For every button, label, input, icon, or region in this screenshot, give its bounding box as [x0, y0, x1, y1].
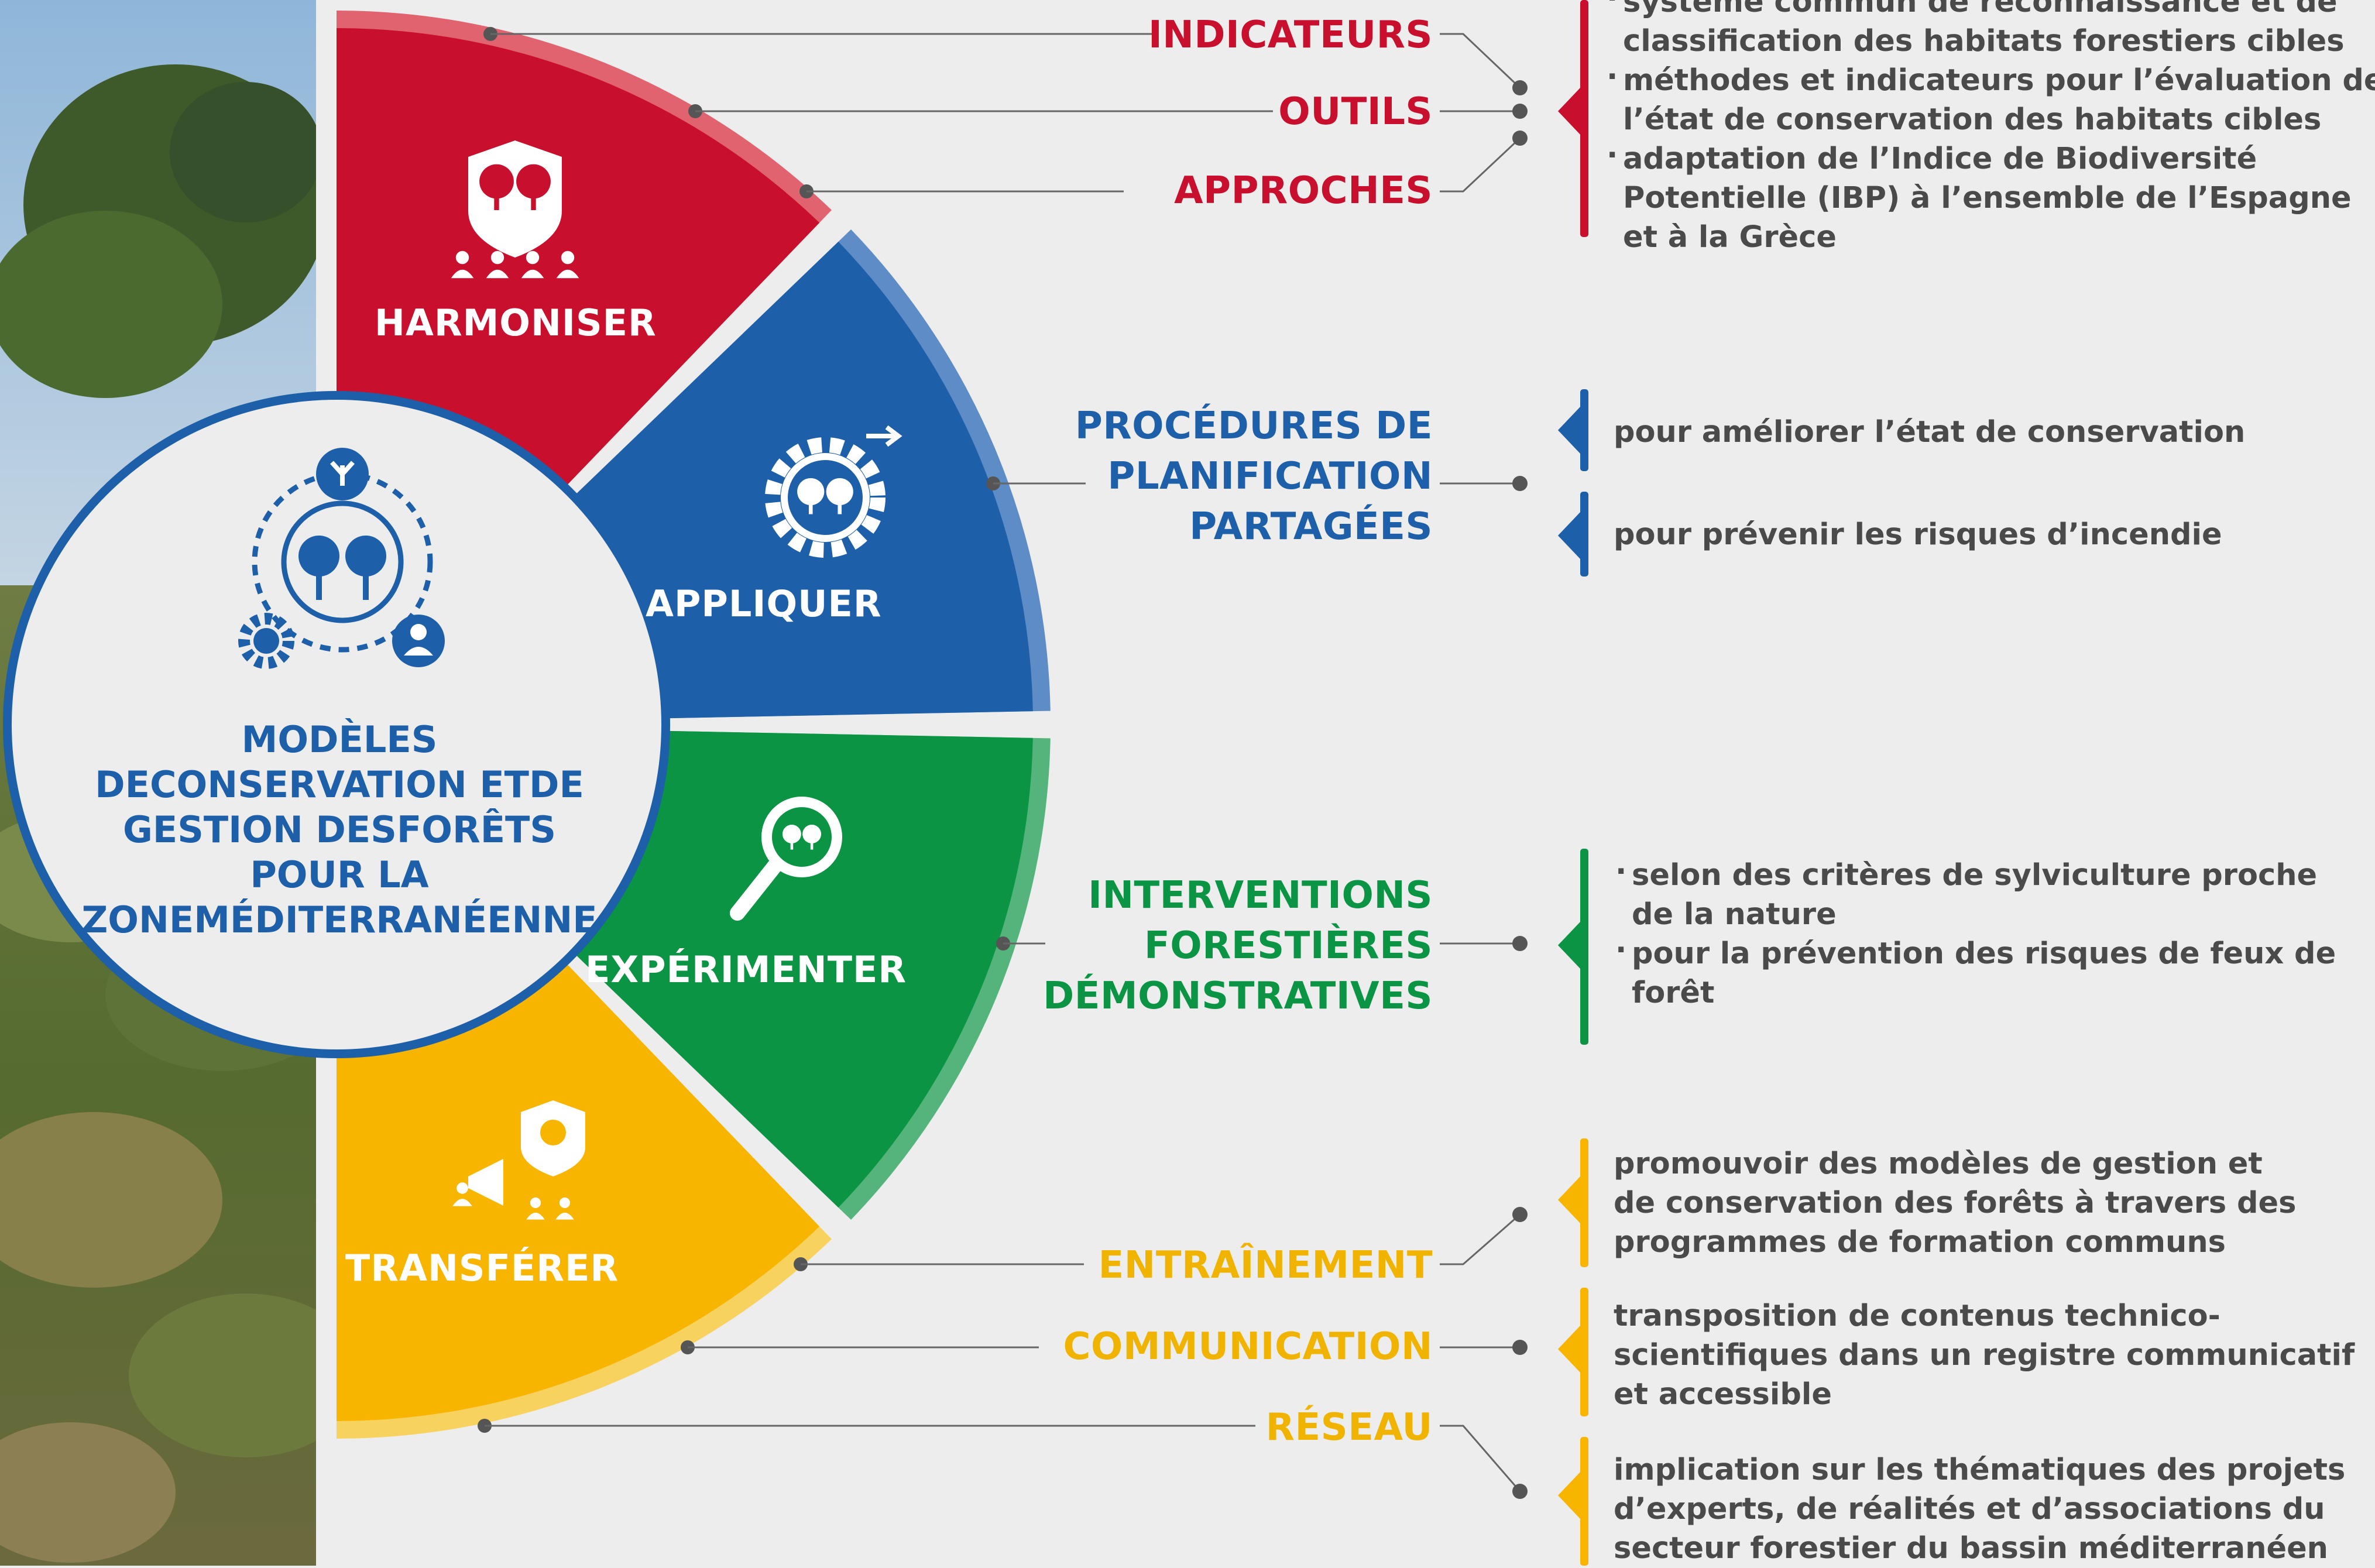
category-line: ENTRAÎNEMENT — [1098, 1244, 1433, 1287]
category-line: INTERVENTIONS — [1088, 874, 1433, 917]
connector-lines — [478, 27, 1528, 1499]
description-line: adaptation de l’Indice de Biodiversité — [1623, 142, 2257, 176]
category-line: PROCÉDURES DE — [1075, 404, 1433, 448]
description-item: système commun de reconnaissance et de cl… — [1607, 0, 2375, 61]
category-line: OUTILS — [1278, 90, 1433, 133]
category-label: ENTRAÎNEMENT — [1099, 1240, 1433, 1291]
category-line: INDICATEURS — [1148, 13, 1433, 57]
category-line: RÉSEAU — [1265, 1406, 1433, 1449]
description-item: pour la prévention des risques de feux d… — [1615, 931, 2336, 1013]
hub-title-line: CONSERVATION ET — [150, 763, 529, 806]
category-line: PLANIFICATION — [1107, 455, 1433, 498]
category-label: RÉSEAU — [1266, 1402, 1433, 1453]
magnifier-trees-icon — [730, 797, 842, 921]
description-line: et accessible — [1614, 1377, 1832, 1412]
description-line: selon des critères de sylviculture proch… — [1632, 858, 2318, 893]
description-line: transposition de contenus technico- — [1614, 1299, 2220, 1333]
description-item: implication sur les thématiques des proj… — [1614, 1450, 2345, 1568]
description-line: de la nature — [1632, 897, 1837, 932]
description-line: Potentielle (IBP) à l’ensemble de l’Espa… — [1623, 181, 2352, 215]
description-line: secteur forestier du bassin méditerranée… — [1614, 1531, 2328, 1566]
description-item: adaptation de l’Indice de BiodiversitéPo… — [1607, 136, 2375, 257]
megaphone-shield-people-icon — [452, 1100, 585, 1220]
description-line: programmes de formation communs — [1614, 1225, 2226, 1260]
category-label: INTERVENTIONS FORESTIÈRES DÉMONSTRATIVES — [1043, 870, 1433, 1021]
description-line: forêt — [1632, 976, 1715, 1010]
description-list: système commun de reconnaissance et de cl… — [1607, 0, 2375, 257]
category-line: PARTAGÉES — [1189, 505, 1433, 548]
description-line: pour la prévention des risques de feux d… — [1632, 936, 2336, 971]
hub-title-line: MÉDITERRANÉENNE — [194, 898, 598, 941]
description-line: scientifiques dans un registre communica… — [1614, 1338, 2355, 1373]
category-label: PROCÉDURES DE PLANIFICATION PARTAGÉES — [1075, 401, 1433, 552]
description-line: pour améliorer l’état de conservation — [1614, 415, 2246, 450]
description-item: pour prévenir les risques d’incendie — [1614, 515, 2222, 554]
description-item: selon des critères de sylviculture proch… — [1615, 852, 2336, 934]
hub-title-line: FORÊTS POUR LA ZONE — [81, 808, 556, 941]
description-line: l’état de conservation des habitats cibl… — [1623, 102, 2322, 137]
description-item: promouvoir des modèles de gestion et de c… — [1614, 1144, 2296, 1262]
category-line: APPROCHES — [1174, 169, 1433, 212]
shield-trees-people-icon — [451, 140, 579, 279]
description-item: transposition de contenus technico-scien… — [1614, 1296, 2355, 1414]
description-line: classification des habitats forestiers c… — [1623, 24, 2345, 59]
description-line: de conservation des forêts à travers des — [1614, 1186, 2297, 1220]
gear-trees-arrow-icon — [765, 425, 902, 558]
hub-title: MODÈLES DECONSERVATION ETDE GESTION DESF… — [64, 717, 615, 942]
hub — [3, 391, 670, 1058]
category-label: APPROCHES — [1174, 166, 1433, 216]
category-label: INDICATEURS — [1148, 10, 1433, 60]
category-line: DÉMONSTRATIVES — [1043, 975, 1433, 1018]
hub-title-line: DE GESTION DES — [122, 763, 584, 851]
description-line: promouvoir des modèles de gestion et — [1614, 1147, 2263, 1181]
hub-title-line: MODÈLES DE — [95, 718, 438, 806]
category-line: FORESTIÈRES — [1144, 924, 1433, 967]
segment-label-appliquer: APPLIQUER — [646, 582, 882, 625]
description-line: pour prévenir les risques d’incendie — [1614, 517, 2222, 552]
description-line: système commun de reconnaissance et de — [1623, 0, 2338, 19]
description-list: selon des critères de sylviculture proch… — [1615, 852, 2336, 1013]
segment-label-expérimenter: EXPÉRIMENTER — [585, 948, 907, 991]
category-line: COMMUNICATION — [1063, 1325, 1433, 1368]
category-label: COMMUNICATION — [1063, 1322, 1433, 1372]
description-line: méthodes et indicateurs pour l’évaluatio… — [1623, 63, 2375, 98]
description-item: méthodes et indicateurs pour l’évaluatio… — [1607, 57, 2375, 139]
category-label: OUTILS — [1278, 87, 1433, 137]
description-item: pour améliorer l’état de conservation — [1614, 413, 2245, 452]
description-brackets — [1558, 0, 1588, 1566]
description-line: et à la Grèce — [1623, 220, 1837, 255]
trees-cycle-gear-person-icon — [238, 448, 445, 669]
description-line: implication sur les thématiques des proj… — [1614, 1453, 2346, 1487]
segment-label-transférer: TRANSFÉRER — [345, 1247, 619, 1289]
segment-label-harmoniser: HARMONISER — [375, 301, 657, 344]
description-line: d’experts, de réalités et d’associations… — [1614, 1492, 2325, 1526]
